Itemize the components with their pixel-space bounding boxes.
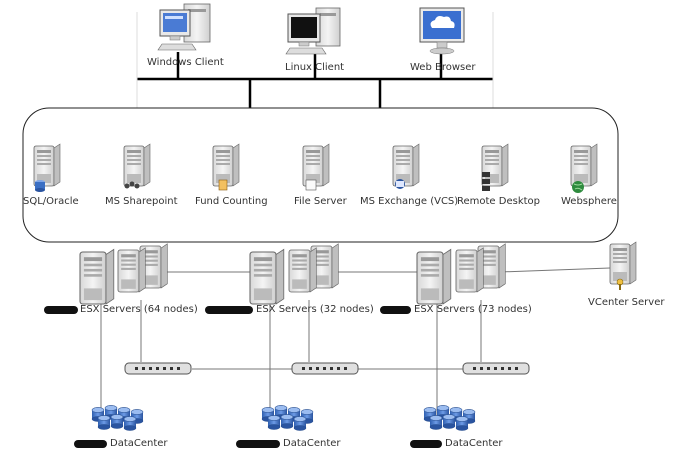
client-network-bus [137,52,493,108]
datacenter-2-label: DataCenter [283,438,341,449]
remote-desktop-server-icon [481,143,509,191]
fund-counting-label: Fund Counting [195,196,268,207]
storage-array-2-icon [261,405,314,431]
windows-client-label: Windows Client [147,57,224,68]
websphere-label: Websphere [561,196,617,207]
network-switch-2-icon [291,362,359,375]
file-server-icon [302,143,330,191]
linux-desktop-icon [285,7,341,55]
file-server-label: File Server [294,196,347,207]
windows-desktop-icon [157,3,211,51]
esx-cluster-3-icon [416,243,506,305]
application-container [22,107,619,243]
redacted-datacenter-name-3 [410,440,442,448]
ms-exchange-label: MS Exchange (VCS) [360,196,459,207]
web-browser-label: Web Browser [410,62,476,73]
network-switch-3-icon [462,362,530,375]
storage-array-3-icon [423,405,476,431]
esx-cluster-1-label: ESX Servers (64 nodes) [80,304,198,315]
redacted-site-name-1 [44,306,78,314]
vcenter-server-label: VCenter Server [588,297,665,308]
linux-client-label: Linux Client [285,62,345,73]
esx-cluster-2-icon [249,243,339,305]
web-browser-monitor-icon [419,7,465,55]
ms-sharepoint-label: MS Sharepoint [105,196,178,207]
database-server-icon [33,143,61,192]
redacted-site-name-3 [380,306,411,314]
remote-desktop-label: Remote Desktop [457,196,541,207]
esx-cluster-3-label: ESX Servers (73 nodes) [414,304,532,315]
datacenter-3-label: DataCenter [445,438,503,449]
network-switch-1-icon [124,362,192,375]
cluster-links [100,267,611,420]
redacted-datacenter-name-2 [236,440,280,448]
sql-oracle-label: SQL/Oracle [23,196,79,207]
fund-counting-server-icon [212,143,240,191]
redacted-site-name-2 [205,306,253,314]
esx-cluster-2-label: ESX Servers (32 nodes) [256,304,374,315]
vcenter-server-icon [609,241,637,290]
sharepoint-server-icon [123,143,151,189]
esx-cluster-1-icon [79,243,168,305]
datacenter-1-label: DataCenter [110,438,168,449]
websphere-server-icon [570,143,598,193]
redacted-datacenter-name-1 [74,440,107,448]
storage-array-1-icon [91,405,144,431]
exchange-server-icon [392,143,420,189]
